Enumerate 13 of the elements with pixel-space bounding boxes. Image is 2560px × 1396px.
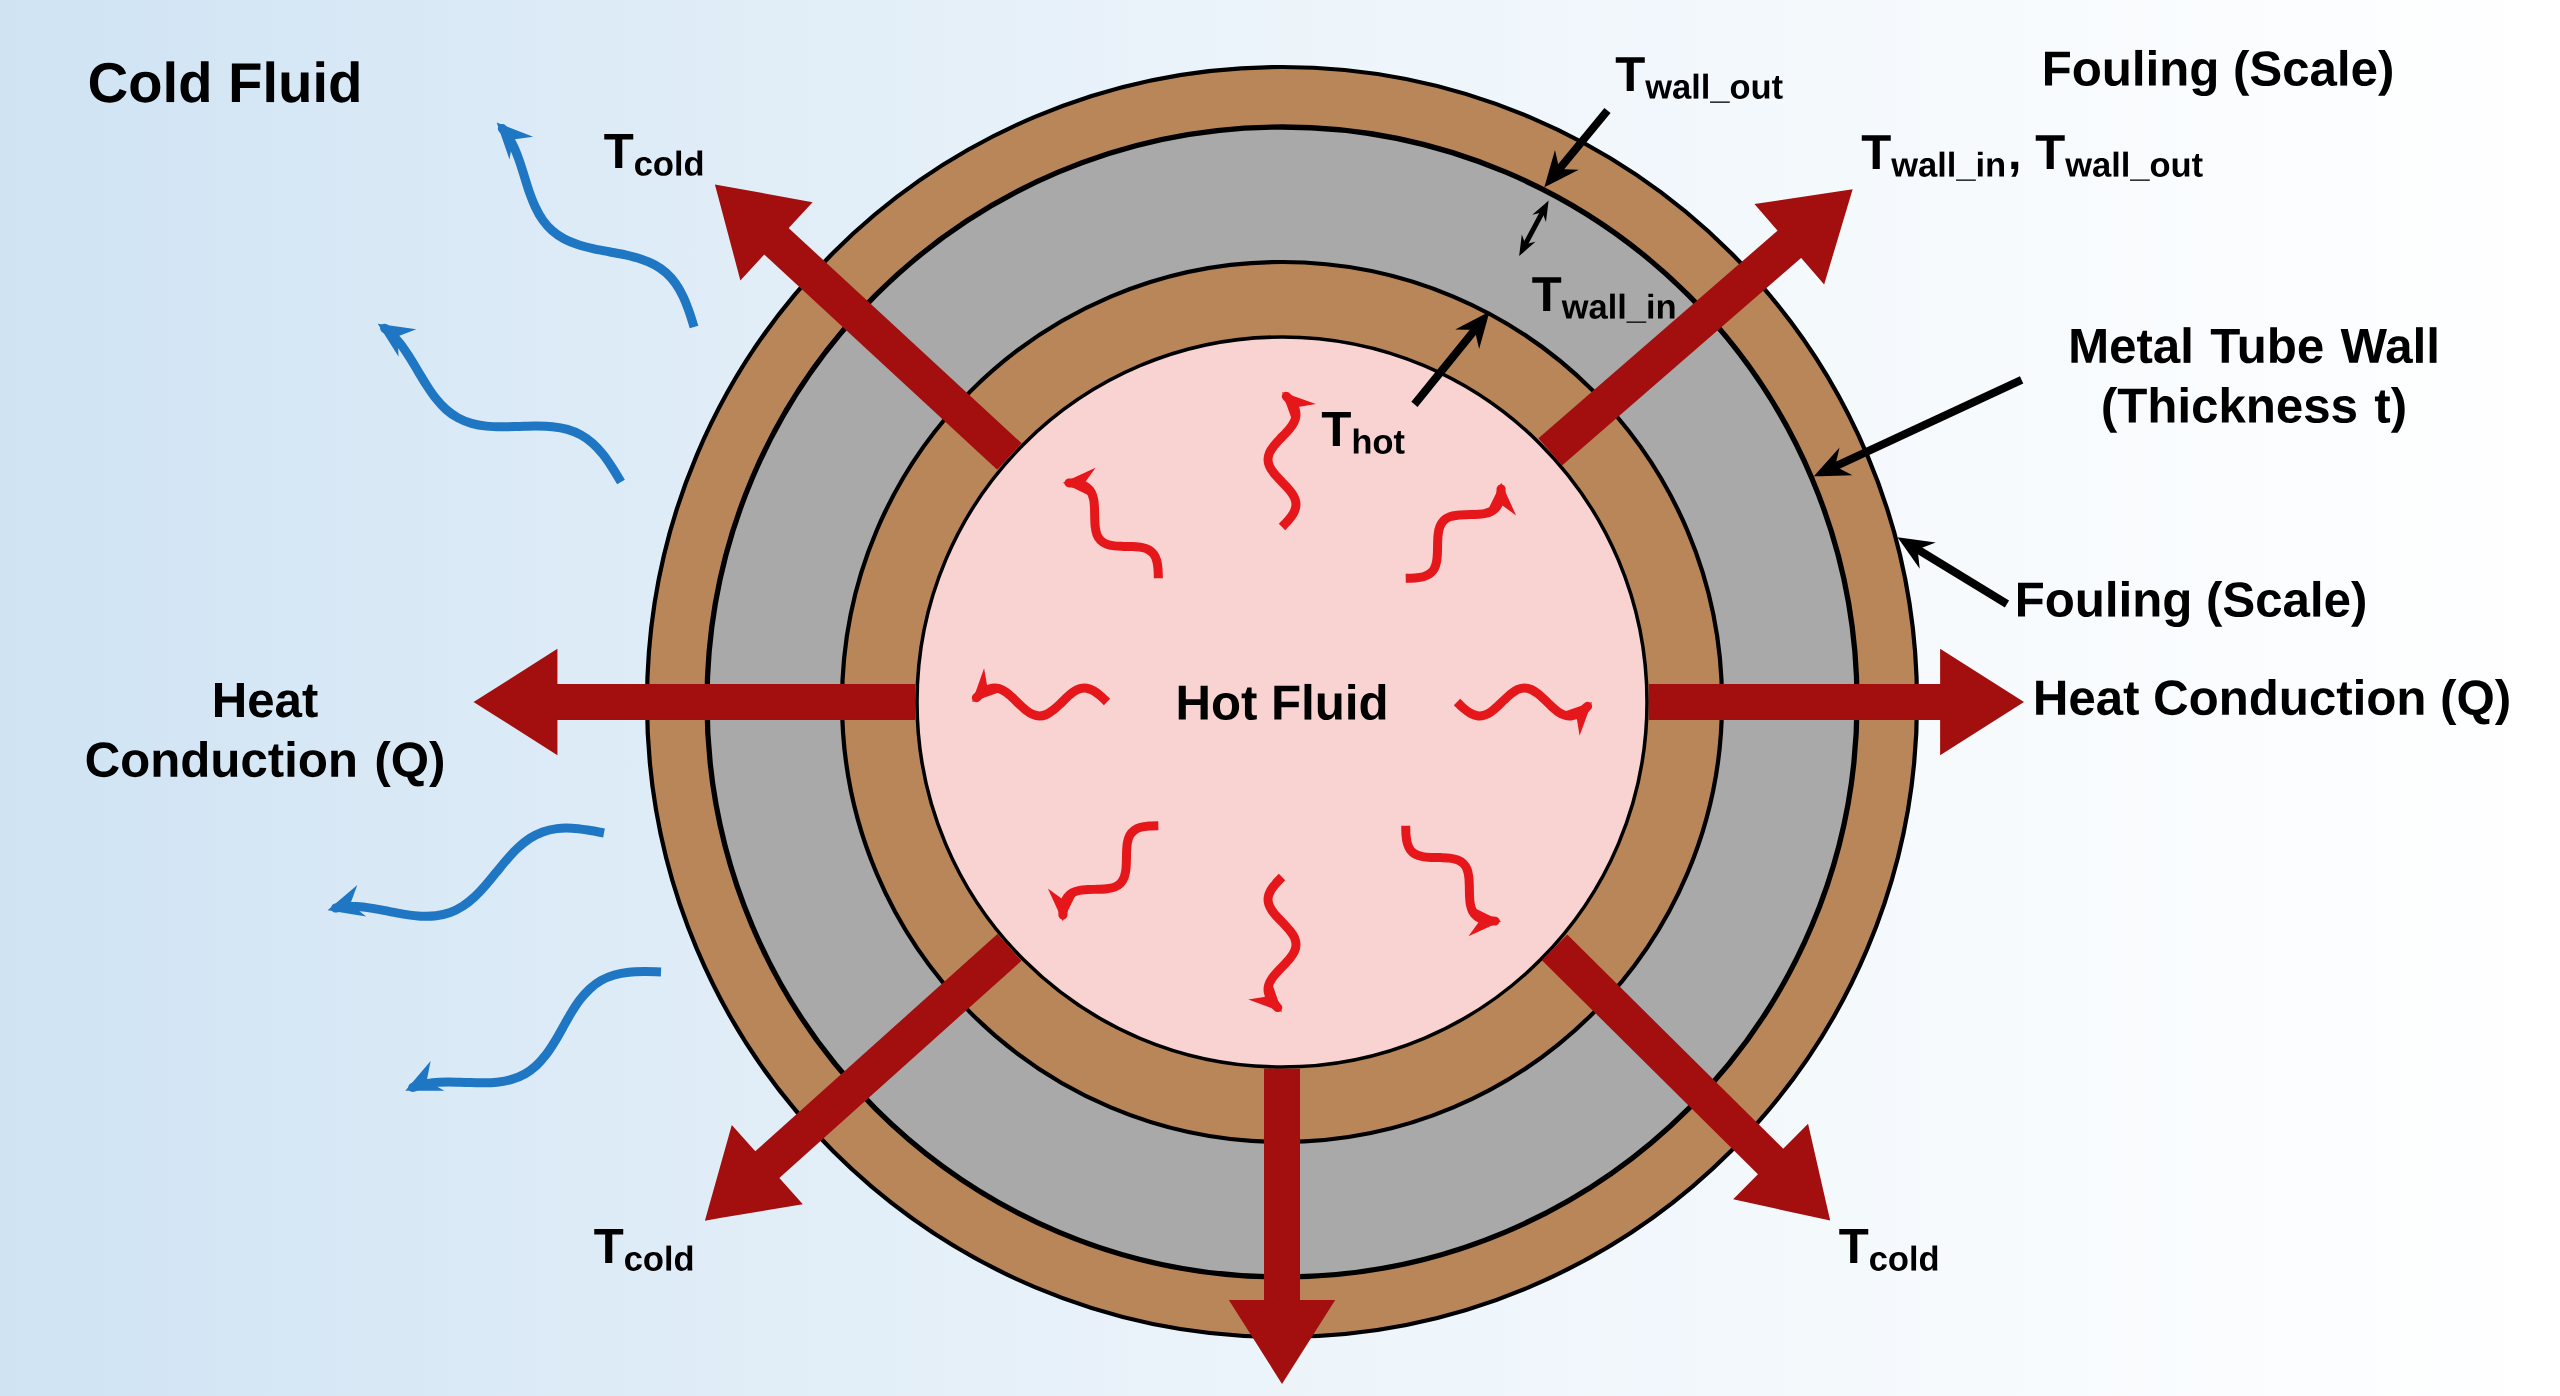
callout-label: Heat Conduction (Q): [2036, 679, 2509, 725]
callout-label: Metal Tube Wall (Thickness t): [2071, 327, 2437, 433]
region-label: Fouling (Scale): [2045, 49, 2392, 97]
callout-label: T$_{wall_out}$: [1615, 57, 1783, 103]
callout-label: Heat Conduction (Q): [86, 683, 443, 787]
temperature-label: T$_{wall_in}$: [1532, 277, 1675, 323]
callout-label: T$_{cold}$: [594, 1229, 693, 1271]
callout-label: T$_{cold}$: [1839, 1229, 1938, 1271]
callout-label: T$_{cold}$: [604, 134, 703, 176]
callout-label: T$_{wall_in}$, T$_{wall_out}$: [1861, 135, 2203, 181]
callout-label: Fouling (Scale): [2018, 580, 2365, 628]
region-label: Cold Fluid: [89, 61, 359, 103]
callout-label: T$_{hot}$: [1321, 412, 1405, 454]
